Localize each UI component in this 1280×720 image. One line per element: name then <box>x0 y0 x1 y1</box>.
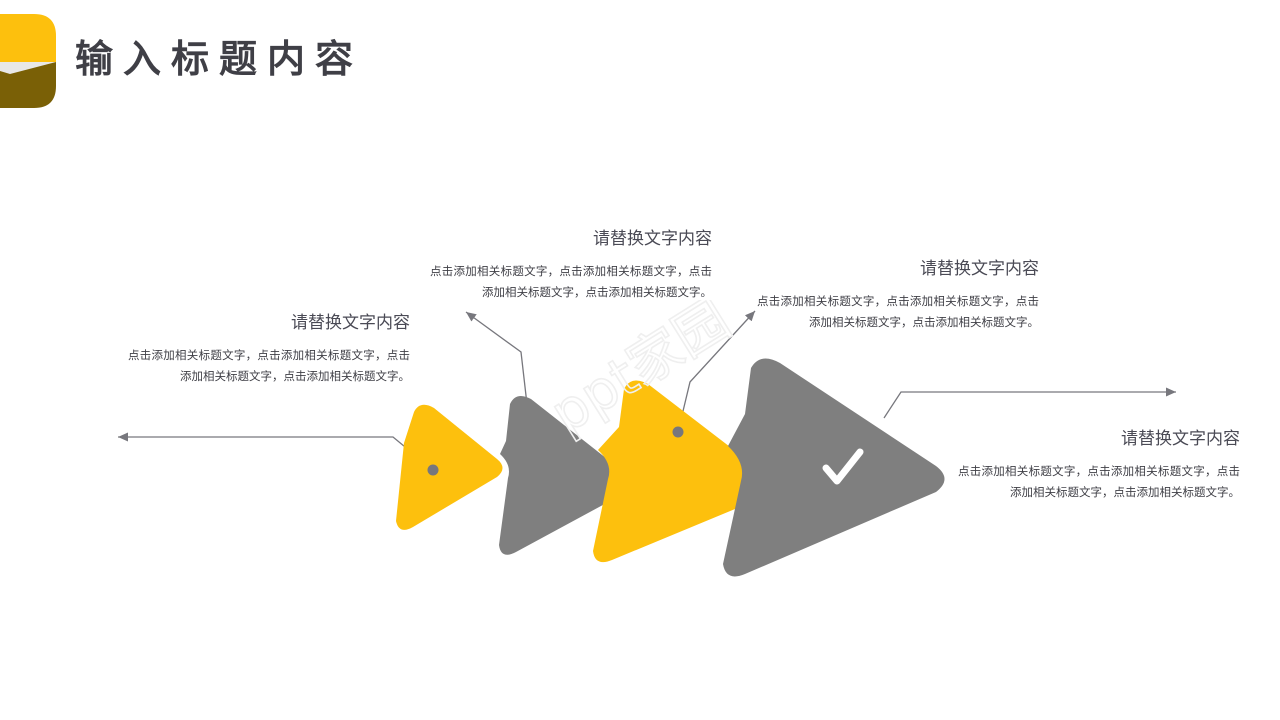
callout-1-title: 请替换文字内容 <box>291 313 410 333</box>
check-mark-icon <box>822 448 864 485</box>
process-step-4[interactable] <box>723 358 945 577</box>
connector-line-3 <box>677 310 756 433</box>
callout-2-title: 请替换文字内容 <box>593 229 712 249</box>
callout-3-body: 点击添加相关标题文字，点击添加相关标题文字，点击添加相关标题文字，点击添加相关标… <box>757 293 1039 330</box>
ribbon-bookmark-icon <box>0 14 56 108</box>
callout-block-1[interactable]: 请替换文字内容 点击添加相关标题文字，点击添加相关标题文字，点击添加相关标题文字… <box>128 312 410 387</box>
process-step-2[interactable] <box>499 395 631 555</box>
callout-block-2[interactable]: 请替换文字内容 点击添加相关标题文字，点击添加相关标题文字，点击添加相关标题文字… <box>430 228 712 303</box>
step-1-shape[interactable] <box>396 404 503 530</box>
callout-1-body: 点击添加相关标题文字，点击添加相关标题文字，点击添加相关标题文字，点击添加相关标… <box>128 347 410 384</box>
connector-dot-3 <box>672 426 684 438</box>
slide-header: 输入标题内容 <box>0 0 1280 130</box>
connector-line-1 <box>118 432 434 471</box>
callout-3-title: 请替换文字内容 <box>920 259 1039 279</box>
callout-2-body: 点击添加相关标题文字，点击添加相关标题文字，点击添加相关标题文字，点击添加相关标… <box>430 263 712 300</box>
process-step-3[interactable] <box>593 380 772 563</box>
process-step-1[interactable] <box>396 404 503 530</box>
step-4-shape[interactable] <box>723 358 945 577</box>
step-2-shape[interactable] <box>499 395 631 555</box>
connector-dots <box>427 426 684 476</box>
callout-4-body: 点击添加相关标题文字，点击添加相关标题文字，点击添加相关标题文字，点击添加相关标… <box>958 463 1240 500</box>
connector-dot-1 <box>427 464 439 476</box>
connector-line-4 <box>883 387 1176 419</box>
callout-4-title: 请替换文字内容 <box>1121 429 1240 449</box>
callout-block-3[interactable]: 请替换文字内容 点击添加相关标题文字，点击添加相关标题文字，点击添加相关标题文字… <box>757 258 1039 333</box>
callout-block-4[interactable]: 请替换文字内容 点击添加相关标题文字，点击添加相关标题文字，点击添加相关标题文字… <box>958 428 1240 503</box>
step-3-shape[interactable] <box>593 380 772 563</box>
connector-line-2 <box>465 311 529 414</box>
page-title: 输入标题内容 <box>75 37 364 81</box>
